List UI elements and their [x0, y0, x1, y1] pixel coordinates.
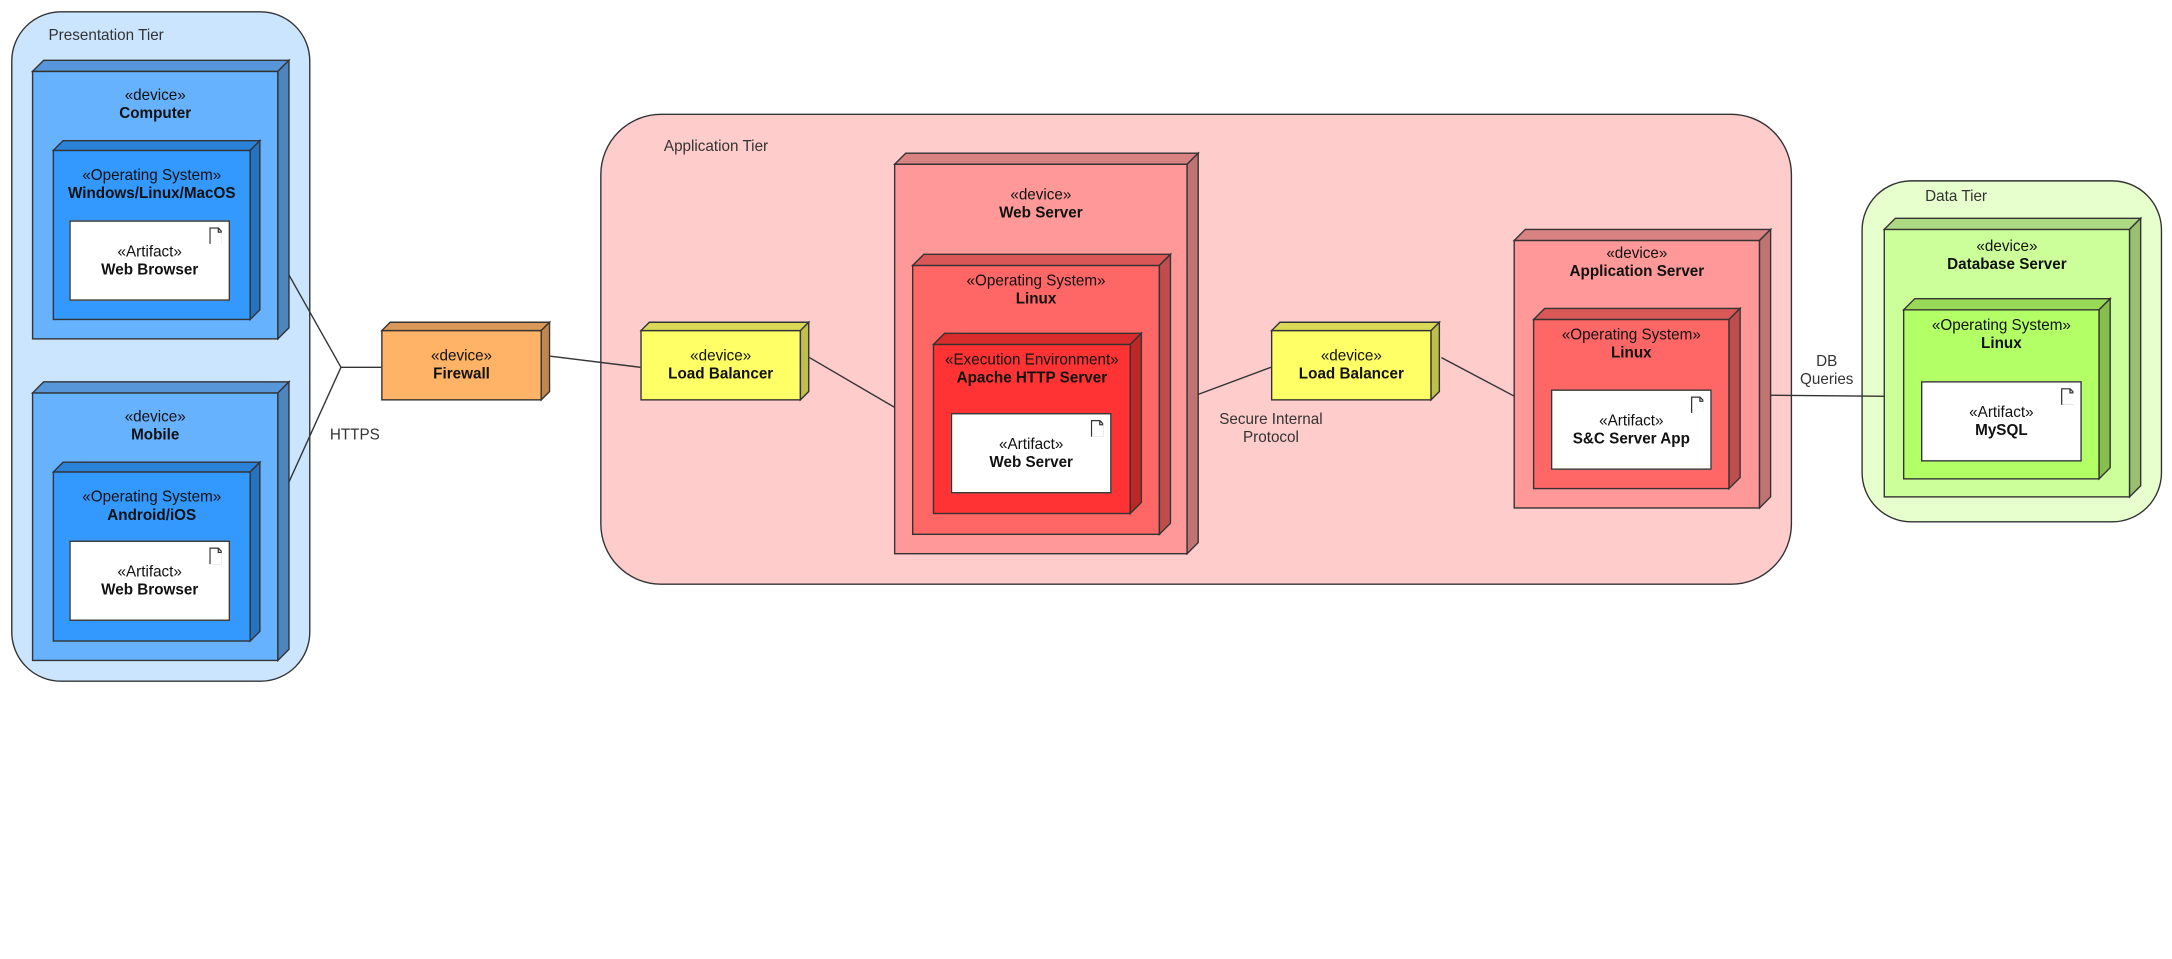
- computer-os-stereotype: «Operating System»: [82, 167, 222, 185]
- artifact-stereotype: «Artifact»: [998, 436, 1064, 454]
- artifact-stereotype: «Artifact»: [1599, 413, 1664, 430]
- load-balancer-1-name: Load Balancer: [668, 365, 774, 383]
- mobile-device-stereotype: «device»: [124, 408, 186, 426]
- mobile-device-name: Mobile: [131, 426, 180, 444]
- document-icon: [209, 227, 222, 244]
- artifact-name: Web Server: [989, 454, 1073, 472]
- apache-env-stereotype: «Execution Environment»: [944, 352, 1119, 369]
- web-server-os-stereotype: «Operating System»: [966, 273, 1106, 290]
- presentation-tier-label: Presentation Tier: [48, 27, 164, 45]
- db-server-os-name: Linux: [1981, 335, 2022, 353]
- computer-device-stereotype: «device»: [124, 87, 186, 104]
- apache-env-name: Apache HTTP Server: [956, 370, 1108, 387]
- secure-protocol-label: Secure Internal Protocol: [1219, 411, 1323, 447]
- document-icon: [2061, 388, 2074, 405]
- load-balancer-1-stereotype: «device»: [690, 347, 752, 365]
- document-icon: [1090, 420, 1104, 437]
- document-icon: [209, 547, 222, 565]
- artifact-stereotype: «Artifact»: [117, 564, 182, 581]
- load-balancer-2-stereotype: «device»: [1320, 347, 1382, 365]
- artifact-name: Web Browser: [101, 261, 199, 279]
- load-balancer-2-name: Load Balancer: [1298, 365, 1404, 383]
- data-tier-label: Data Tier: [1925, 188, 1988, 206]
- document-icon: [1690, 396, 1704, 414]
- db-server-device-stereotype: «device»: [1976, 238, 2038, 256]
- app-server-os-name: Linux: [1610, 345, 1652, 362]
- mobile-os-stereotype: «Operating System»: [82, 489, 222, 506]
- db-queries-label: DB Queries: [1800, 353, 1854, 389]
- mysql-artifact: «Artifact»MySQL: [1920, 381, 2082, 462]
- app-server-device-name: Application Server: [1569, 263, 1705, 280]
- db-server-device-name: Database Server: [1947, 256, 2067, 274]
- artifact-name: S&C Server App: [1572, 431, 1690, 448]
- artifact-stereotype: «Artifact»: [1969, 404, 2034, 422]
- web-server-artifact: «Artifact»Web Server: [950, 413, 1112, 494]
- app-server-os-stereotype: «Operating System»: [1561, 327, 1701, 344]
- sc-server-app-artifact: «Artifact»S&C Server App: [1550, 389, 1712, 470]
- application-tier-label: Application Tier: [663, 138, 769, 156]
- web-server-device-name: Web Server: [999, 205, 1083, 222]
- artifact-name: MySQL: [1975, 422, 2028, 440]
- wire-firewall-lb1: [550, 355, 641, 368]
- computer-browser-artifact: «Artifact»Web Browser: [69, 220, 231, 301]
- web-server-device-stereotype: «device»: [1010, 187, 1072, 204]
- firewall-name: Firewall: [433, 365, 490, 383]
- computer-os-name: Windows/Linux/MacOS: [67, 185, 236, 203]
- web-server-os-name: Linux: [1015, 291, 1057, 308]
- load-balancer-2-node: «device»Load Balancer: [1269, 320, 1442, 402]
- load-balancer-1-node: «device»Load Balancer: [639, 320, 811, 402]
- mobile-browser-artifact: «Artifact»Web Browser: [69, 540, 231, 621]
- mobile-os-name: Android/iOS: [107, 507, 197, 524]
- firewall-stereotype: «device»: [431, 347, 493, 365]
- db-server-os-stereotype: «Operating System»: [1931, 317, 2071, 335]
- https-label: HTTPS: [329, 426, 380, 444]
- artifact-stereotype: «Artifact»: [117, 243, 182, 261]
- app-server-device-stereotype: «device»: [1606, 245, 1668, 262]
- artifact-name: Web Browser: [101, 582, 199, 599]
- firewall-node: «device»Firewall: [380, 320, 552, 402]
- computer-device-name: Computer: [119, 105, 192, 122]
